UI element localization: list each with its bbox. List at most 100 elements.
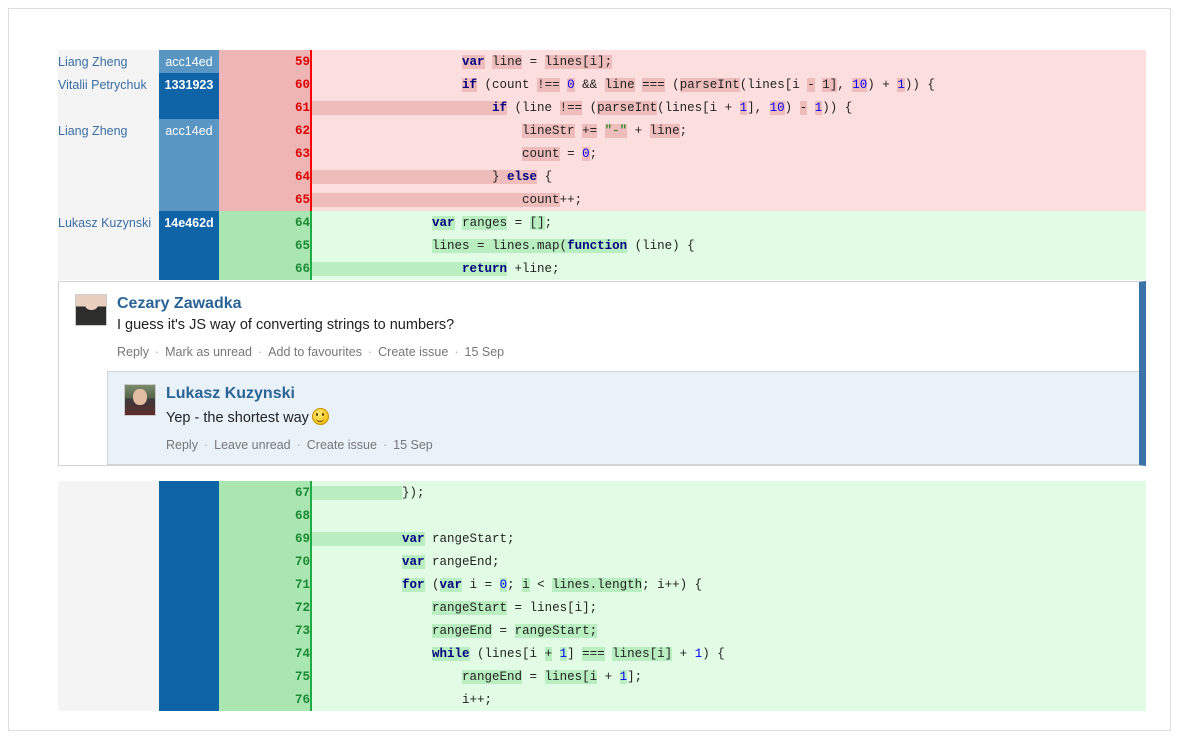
diff-row-code[interactable]: for (var i = 0; i < lines.length; i++) { [311,573,1146,596]
diff-row-commit-hash [159,619,219,642]
diff-row-code[interactable] [311,504,1146,527]
diff-row-code[interactable]: rangeEnd = lines[i + 1]; [311,665,1146,688]
code-token: )) { [904,77,935,92]
create-issue-link[interactable]: Create issue [306,438,377,452]
code-token: + [597,669,620,684]
diff-row-code[interactable]: } else { [311,165,1146,188]
diff-row-line-number: 75 [219,665,312,688]
diff-row-code[interactable]: }); [311,481,1146,504]
code-token [312,55,462,69]
diff-row[interactable]: 61 if (line !== (parseInt(lines[i + 1], … [58,96,1146,119]
diff-row-author [58,234,159,257]
mark-as-unread-link[interactable]: Mark as unread [165,345,252,359]
diff-row-author [58,481,159,504]
code-token: === [642,77,665,92]
comment-date: 15 Sep [393,438,433,452]
code-token [312,78,462,92]
diff-row[interactable]: 70 var rangeEnd; [58,550,1146,573]
diff-row[interactable]: 66 return +line; [58,257,1146,280]
leave-unread-link[interactable]: Leave unread [214,438,291,452]
reply-link[interactable]: Reply [117,345,149,359]
diff-row[interactable]: 75 rangeEnd = lines[i + 1]; [58,665,1146,688]
code-token: if [492,100,508,115]
comment-author-name[interactable]: Lukasz Kuzynski [166,385,295,402]
diff-row-line-number: 64 [219,165,312,188]
diff-row-code[interactable]: count = 0; [311,142,1146,165]
diff-row-code[interactable]: var rangeEnd; [311,550,1146,573]
diff-row-commit-hash[interactable]: acc14ed [159,119,219,142]
diff-row-commit-hash[interactable]: 14e462d [159,211,219,234]
diff-row[interactable]: 63 count = 0; [58,142,1146,165]
code-token: 1 [814,100,823,115]
action-separator: · [296,438,301,452]
nested-comment[interactable]: Lukasz Kuzynski Yep - the shortest way R… [107,371,1139,465]
comment-author-name[interactable]: Cezary Zawadka [117,295,242,312]
code-token: ) { [702,646,725,661]
add-to-favourites-link[interactable]: Add to favourites [268,345,362,359]
action-separator: · [367,345,373,359]
reply-link[interactable]: Reply [166,438,198,452]
diff-row-code[interactable]: lines = lines.map(function (line) { [311,234,1146,257]
code-token: else [507,169,538,184]
diff-row-code[interactable]: if (count !== 0 && line === (parseInt(li… [311,73,1146,96]
code-token [575,124,583,138]
code-token: }); [402,485,425,500]
diff-row-line-number: 69 [219,527,312,550]
diff-row[interactable]: 72 rangeStart = lines[i]; [58,596,1146,619]
code-token: ) [784,100,800,115]
diff-row-code[interactable]: while (lines[i + 1] === lines[i] + 1) { [311,642,1146,665]
code-token: + [544,646,553,661]
diff-row-author[interactable]: Lukasz Kuzynski [58,211,159,234]
diff-row-line-number: 71 [219,573,312,596]
diff-row-code[interactable]: if (line !== (parseInt(lines[i + 1], 10)… [311,96,1146,119]
avatar[interactable] [124,384,156,416]
code-token: 1] [822,77,838,92]
code-token [312,624,432,638]
diff-row[interactable]: 74 while (lines[i + 1] === lines[i] + 1)… [58,642,1146,665]
code-token: ; [507,577,523,592]
diff-row-code[interactable]: i++; [311,688,1146,711]
diff-row-code[interactable]: count++; [311,188,1146,211]
diff-row-code[interactable]: rangeStart = lines[i]; [311,596,1146,619]
code-token: === [582,646,605,661]
diff-row-code[interactable]: var ranges = []; [311,211,1146,234]
diff-row-author[interactable]: Liang Zheng [58,50,159,73]
diff-row[interactable]: 67 }); [58,481,1146,504]
diff-row-author[interactable]: Vitalii Petrychuk [58,73,159,96]
create-issue-link[interactable]: Create issue [378,345,449,359]
diff-row[interactable]: 73 rangeEnd = rangeStart; [58,619,1146,642]
diff-row[interactable]: 64 } else { [58,165,1146,188]
diff-row-commit-hash [159,142,219,165]
diff-row[interactable]: 76 i++; [58,688,1146,711]
diff-row[interactable]: 68 [58,504,1146,527]
diff-row-line-number: 67 [219,481,312,504]
diff-row-code[interactable]: return +line; [311,257,1146,280]
code-token: ( [424,577,440,592]
avatar[interactable] [75,294,107,326]
action-separator: · [382,438,388,452]
code-token: i [522,577,530,592]
diff-row-code[interactable]: rangeEnd = rangeStart; [311,619,1146,642]
diff-row-code[interactable]: lineStr += "-" + line; [311,119,1146,142]
diff-row-commit-hash[interactable]: acc14ed [159,50,219,73]
diff-row[interactable]: 65 count++; [58,188,1146,211]
comment-root[interactable]: Cezary Zawadka I guess it's JS way of co… [58,281,1146,466]
diff-row[interactable]: 69 var rangeStart; [58,527,1146,550]
code-token: ; [544,215,553,230]
diff-row-author[interactable]: Liang Zheng [58,119,159,142]
diff-row[interactable]: 65 lines = lines.map(function (line) { [58,234,1146,257]
code-token: lines[i] [612,646,673,661]
comment-body: Lukasz Kuzynski Yep - the shortest way R… [166,384,1139,464]
diff-row-code[interactable]: var rangeStart; [311,527,1146,550]
diff-row-author [58,550,159,573]
diff-row-code[interactable]: var line = lines[i]; [311,50,1146,73]
code-token: lines[i]; [529,600,598,615]
comment-text-value: Yep - the shortest way [166,410,309,426]
diff-row-commit-hash[interactable]: 1331923 [159,73,219,96]
diff-row-author [58,165,159,188]
diff-row[interactable]: 71 for (var i = 0; i < lines.length; i++… [58,573,1146,596]
